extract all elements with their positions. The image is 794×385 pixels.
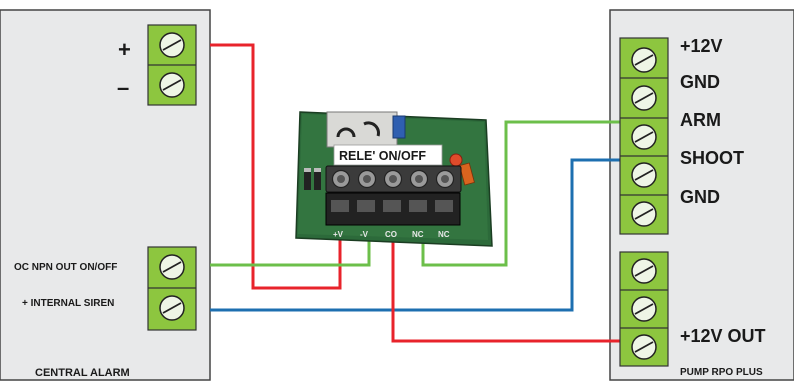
pump-terminal-12v-label: +12V: [680, 36, 723, 56]
alarm-terminal-block-top: [147, 24, 197, 106]
pump-terminal-shoot-label: SHOOT: [680, 148, 744, 168]
relay-pin-nc1-label: NC: [412, 230, 424, 239]
relay-screw-vplus[interactable]: [331, 169, 351, 189]
relay-board: RELE' ON/OFF: [295, 111, 493, 247]
relay-screw-nc-1[interactable]: [409, 169, 429, 189]
relay-pin-vplus-label: +V: [333, 230, 344, 239]
screw-terminal-gnd-2[interactable]: [631, 201, 657, 227]
relay-led: [449, 153, 463, 167]
oc-npn-out-label: OC NPN OUT ON/OFF: [14, 262, 117, 273]
screw-terminal-minus[interactable]: [159, 72, 185, 98]
internal-siren-label: + INTERNAL SIREN: [22, 298, 114, 309]
pump-terminal-block-top: [619, 37, 669, 235]
wire-green-nc-to-arm: [421, 120, 620, 267]
relay-screw-co[interactable]: [383, 169, 403, 189]
relay-component: [326, 111, 406, 148]
screw-terminal-gnd[interactable]: [631, 85, 657, 111]
relay-board-title: RELE' ON/OFF: [339, 149, 426, 163]
pump-terminal-block-bottom: [619, 251, 669, 367]
pump-12v-out-label: +12V OUT: [680, 326, 766, 346]
relay-pin-co-label: CO: [385, 230, 397, 239]
screw-terminal-internal-siren[interactable]: [159, 295, 185, 321]
pump-title: PUMP RPO PLUS: [680, 367, 763, 378]
screw-terminal-oc-npn-out[interactable]: [159, 254, 185, 280]
wire-green-oc-to-vminus: [210, 232, 371, 267]
plus-label: +: [118, 37, 131, 62]
relay-pin-nc2-label: NC: [438, 230, 450, 239]
relay-screw-nc-2[interactable]: [435, 169, 455, 189]
screw-terminal-pump-aux-2[interactable]: [631, 296, 657, 322]
wires: [210, 43, 620, 343]
screw-terminal-pump-aux-1[interactable]: [631, 258, 657, 284]
pump-terminal-gnd-label: GND: [680, 72, 720, 92]
relay-screw-vminus[interactable]: [357, 169, 377, 189]
screw-terminal-plus[interactable]: [159, 32, 185, 58]
central-alarm-title: CENTRAL ALARM: [35, 367, 130, 379]
alarm-terminal-block-bottom: [147, 246, 197, 331]
wire-red-co-to-12v-out: [391, 232, 620, 343]
screw-terminal-shoot[interactable]: [631, 162, 657, 188]
screw-terminal-12v[interactable]: [631, 47, 657, 73]
minus-label: –: [117, 75, 129, 100]
wire-red-plus-to-vplus: [210, 43, 342, 290]
pump-terminal-gnd2-label: GND: [680, 187, 720, 207]
pump-terminal-arm-label: ARM: [680, 110, 721, 130]
relay-pin-vminus-label: -V: [360, 230, 369, 239]
wire-blue-siren-to-shoot: [210, 158, 620, 312]
screw-terminal-arm[interactable]: [631, 124, 657, 150]
screw-terminal-12v-out[interactable]: [631, 334, 657, 360]
